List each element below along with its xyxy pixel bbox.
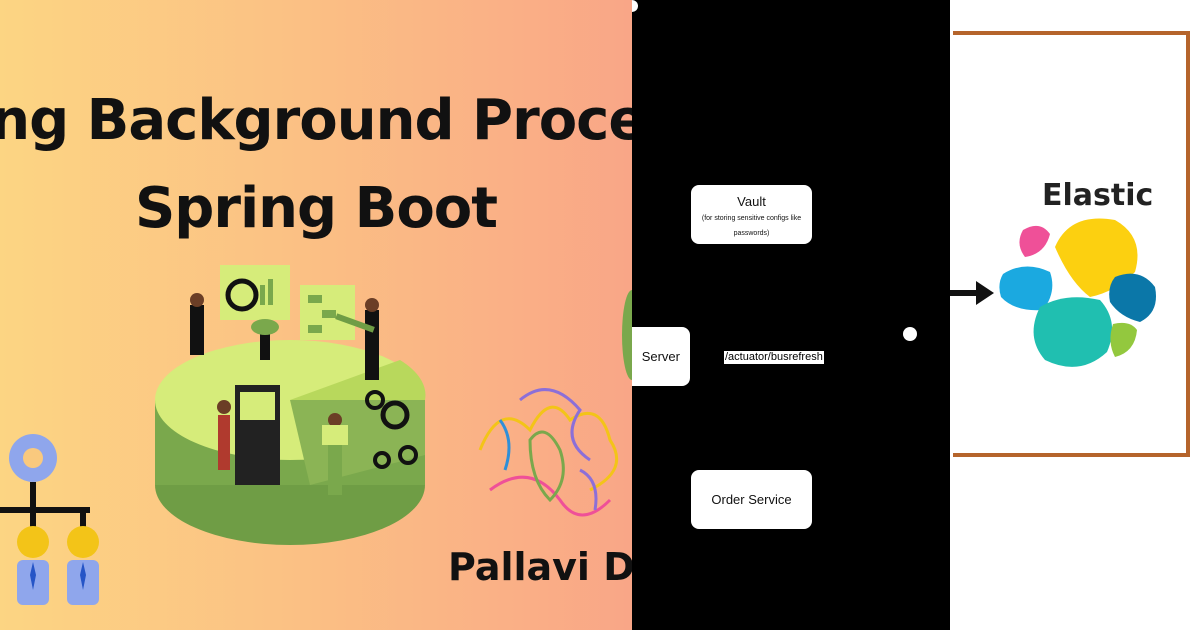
pie-chart-illustration <box>155 265 426 545</box>
config-server-label: Server <box>641 349 680 364</box>
vault-node-subtitle: (for storing sensitive configs like pass… <box>701 215 802 237</box>
connector-dot-right <box>903 327 917 341</box>
cover-title-line-1: ing Background Processes <box>0 88 632 153</box>
config-server-node: Server <box>632 327 690 386</box>
teamwork-hands-illustration <box>478 388 619 517</box>
org-chart-icon <box>0 434 99 605</box>
arrow-icon <box>950 281 994 305</box>
cover-title-line-2: Spring Boot <box>134 176 498 241</box>
elastic-logo-text: Elastic <box>1042 178 1154 213</box>
illustration-edge-accent <box>622 290 632 380</box>
config-bus-diagram-panel: Vault (for storing sensitive configs lik… <box>632 0 950 630</box>
order-service-label: Order Service <box>711 492 792 507</box>
logo-frame <box>953 31 1190 457</box>
author-name: Pallavi Dev <box>448 545 632 589</box>
blog-cover-panel: ing Background Processes Spring Boot <box>0 0 632 630</box>
order-service-node: Order Service <box>691 470 812 529</box>
connector-dot-top <box>632 0 638 12</box>
vault-node: Vault (for storing sensitive configs lik… <box>691 185 812 244</box>
bus-refresh-label: /actuator/busrefresh <box>724 351 824 364</box>
elastic-logo-icon <box>999 218 1156 367</box>
elastic-logo-panel: Elastic <box>950 0 1200 630</box>
vault-node-title: Vault <box>737 194 766 209</box>
